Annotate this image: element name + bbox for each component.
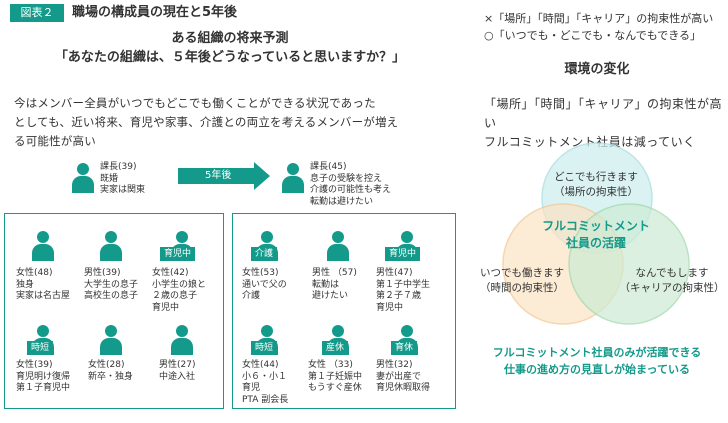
manager-now-text: 課長(39)既婚実家は関東: [100, 162, 146, 195]
right-intro-line1: 「場所」「時間」「キャリア」の拘束性が高い: [484, 97, 723, 130]
member-future-2-text: 男性 （57)転勤は避けたい: [312, 268, 357, 301]
venn-right-label: なんでもします（キャリアの拘束性）: [619, 267, 725, 294]
right-intro: 「場所」「時間」「キャリア」の拘束性が高い フルコミットメント社員は減っていく: [484, 95, 728, 152]
intro-line1: 今はメンバー全員がいつでもどこでも働くことができる状況であった: [14, 96, 376, 110]
manager-future-person-icon: [282, 163, 304, 193]
venn-circle-career: [568, 203, 690, 325]
member-now-6-text: 男性(27)中途入社: [159, 360, 196, 382]
member-now-5-person-icon: [100, 325, 122, 355]
venn-diagram: [502, 142, 690, 325]
conclusion-line1: フルコミットメント社員のみが活躍できる: [492, 346, 702, 359]
venn-center-label: フルコミットメント社員の活躍: [542, 219, 650, 250]
intro-line3: る可能性が高い: [14, 134, 96, 148]
venn-left-label: いつでも働きます（時間の拘束性）: [480, 267, 564, 294]
member-future-3-tag: 育児中: [385, 247, 421, 261]
future-team-box: [232, 213, 456, 409]
member-now-1-text: 女性(48)独身実家は名古屋: [16, 268, 71, 301]
venn-top-label: どこでも行きます（場所の拘束性）: [554, 171, 638, 198]
member-now-2-person-icon: [100, 231, 122, 261]
manager-now-person-icon: [72, 163, 94, 193]
member-future-6-text: 男性(32)妻が出産で育児休暇取得: [376, 360, 431, 393]
member-future-5-tag: 産休: [322, 341, 349, 355]
right-intro-line2: フルコミットメント社員は減っていく: [484, 135, 696, 149]
conclusion-text: フルコミットメント社員のみが活躍できる 仕事の進め方の見直しが始まっている: [466, 344, 728, 378]
figure-title: 職場の構成員の現在と5年後: [72, 5, 238, 20]
right-heading: 環境の変化: [564, 62, 630, 77]
member-future-1-tag: 介護: [251, 247, 278, 261]
member-now-1-person-icon: [32, 231, 54, 261]
member-future-3-text: 男性(47)第１子中学生第２子７歳育児中: [376, 268, 431, 313]
member-future-5-text: 女性 （33)第１子妊娠中もうすぐ産休: [308, 360, 363, 393]
member-now-4-tag: 時短: [27, 341, 54, 355]
member-future-2-person-icon: [327, 231, 349, 261]
member-future-1-text: 女性(53)通いで父の介護: [242, 268, 287, 301]
member-now-6-person-icon: [171, 325, 193, 355]
intro-paragraph: 今はメンバー全員がいつでもどこでも働くことができる状況であった としても、近い将…: [14, 94, 454, 151]
member-now-5-text: 女性(28)新卒・独身: [88, 360, 134, 382]
manager-future-text: 課長(45)息子の受験を控え介護の可能性も考え転勤は避けたい: [310, 162, 392, 207]
member-now-4-text: 女性(39)育児明け復帰第１子育児中: [16, 360, 71, 393]
member-future-6-tag: 育休: [391, 341, 418, 355]
current-team-box: [4, 213, 224, 409]
conclusion-line2: 仕事の進め方の見直しが始まっている: [503, 363, 690, 376]
member-now-3-tag: 育児中: [160, 247, 196, 261]
figure-badge: 図表２: [10, 4, 64, 22]
subtitle-line1: ある組織の将来予測: [171, 31, 289, 46]
subtitle-line2: 「あなたの組織は、５年後どうなっていると思いますか？」: [54, 50, 406, 65]
legend-line1: ×「場所」「時間」「キャリア」の拘束性が高い: [484, 12, 714, 25]
member-future-4-tag: 時短: [251, 341, 278, 355]
member-now-2-text: 男性(39)大学生の息子高校生の息子: [84, 268, 139, 301]
five-years-arrow-icon: [178, 162, 270, 190]
five-years-label: 5年後: [205, 170, 232, 181]
intro-line2: としても、近い将来、育児や家事、介護との両立を考えるメンバーが増え: [14, 115, 399, 129]
legend-line2: ○「いつでも・どこでも・なんでもできる」: [484, 29, 702, 42]
